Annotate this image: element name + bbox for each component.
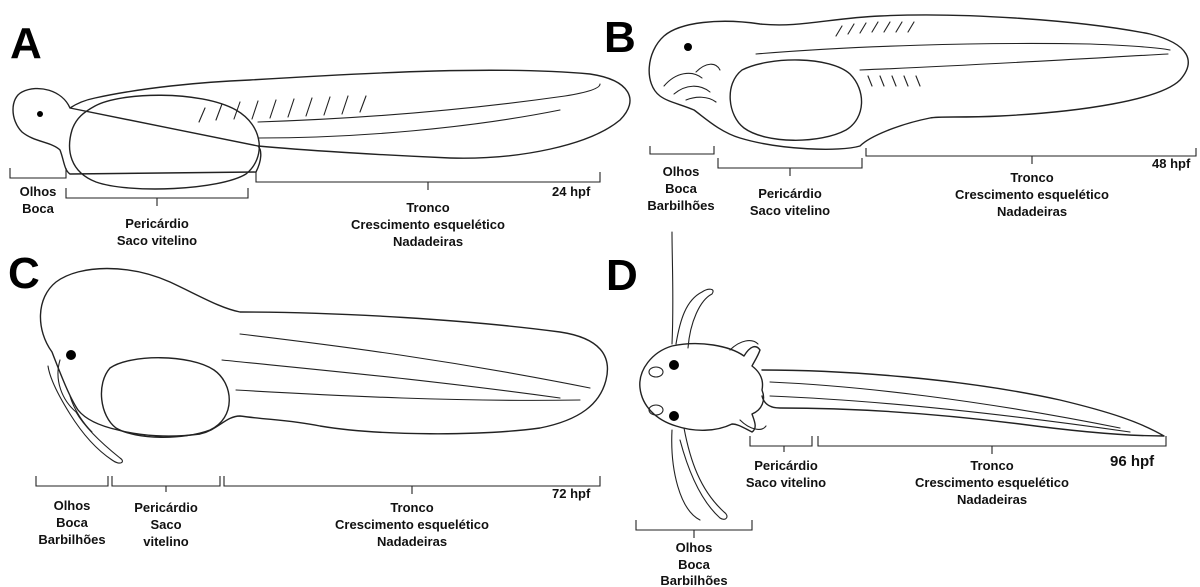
eye-dot-72hpf (66, 350, 76, 360)
trunk-label-48hpf-1: Tronco (1010, 170, 1053, 185)
stage-label-24hpf: 24 hpf (552, 184, 591, 199)
stage-label-48hpf: 48 hpf (1152, 156, 1191, 171)
fin-line-96hpf-2 (770, 396, 1130, 432)
bracket-heart-96hpf (750, 436, 812, 452)
bracket-head-96hpf (636, 520, 752, 538)
head-label-72hpf-3: Barbilhões (38, 532, 105, 547)
panel-b: B Olhos Boca Barbilhões Pericárdio Saco … (604, 13, 1196, 219)
pectoral-fin-96hpf (730, 341, 766, 430)
trunk-label-24hpf-1: Tronco (406, 200, 449, 215)
head-label-48hpf-1: Olhos (663, 164, 700, 179)
panel-a: A Olhos Boca Pericárdio Saco vitelino Tr… (10, 19, 630, 249)
barbel-lower-96hpf (672, 428, 727, 520)
trunk-label-24hpf-2: Crescimento esquelético (351, 217, 505, 232)
larva-outline-24hpf (13, 70, 630, 174)
head-label-24hpf-2: Boca (22, 201, 55, 216)
panel-letter-b: B (604, 13, 636, 62)
heart-label-48hpf-1: Pericárdio (758, 186, 822, 201)
heart-label-72hpf-2: Saco (150, 517, 181, 532)
panel-letter-d: D (606, 251, 638, 300)
heart-label-96hpf-1: Pericárdio (754, 458, 818, 473)
barbel-upper-96hpf (672, 232, 713, 348)
notochord-line-lower-24hpf (258, 110, 560, 138)
panel-letter-a: A (10, 19, 42, 68)
trunk-label-96hpf-2: Crescimento esquelético (915, 475, 1069, 490)
trunk-label-48hpf-2: Crescimento esquelético (955, 187, 1109, 202)
bracket-heart-72hpf (112, 476, 220, 492)
notochord-line-24hpf (258, 84, 600, 122)
bracket-heart-48hpf (718, 158, 862, 176)
yolk-sac-24hpf (70, 95, 260, 189)
head-label-96hpf-3: Barbilhões (660, 573, 727, 587)
eye-dot-96hpf-2 (669, 411, 679, 421)
nostril-96hpf-1 (649, 367, 663, 377)
head-label-96hpf-2: Boca (678, 557, 711, 572)
trunk-label-72hpf-2: Crescimento esquelético (335, 517, 489, 532)
trunk-label-72hpf-1: Tronco (390, 500, 433, 515)
trunk-label-48hpf-3: Nadadeiras (997, 204, 1067, 219)
larva-outline-72hpf (40, 269, 607, 437)
trunk-label-96hpf-1: Tronco (970, 458, 1013, 473)
somites-48hpf (836, 22, 920, 86)
notochord-line-lower-48hpf (860, 54, 1168, 70)
notochord-line-48hpf (756, 43, 1170, 54)
head-label-24hpf-1: Olhos (20, 184, 57, 199)
trunk-label-24hpf-3: Nadadeiras (393, 234, 463, 249)
yolk-sac-72hpf (101, 358, 229, 438)
panel-letter-c: C (8, 249, 40, 298)
fin-line-72hpf-3 (236, 390, 580, 400)
bracket-head-72hpf (36, 476, 108, 486)
heart-label-96hpf-2: Saco vitelino (746, 475, 826, 490)
head-label-48hpf-3: Barbilhões (647, 198, 714, 213)
bracket-head-48hpf (650, 146, 714, 154)
bracket-trunk-48hpf (866, 148, 1196, 164)
bracket-head-24hpf (10, 168, 66, 178)
panel-d: D Olhos Boca Barbilhões Pericárdio Saco … (606, 232, 1166, 587)
head-label-48hpf-2: Boca (665, 181, 698, 196)
jaw-48hpf (664, 64, 720, 102)
body-outline-96hpf (762, 370, 1164, 436)
heart-label-24hpf-1: Pericárdio (125, 216, 189, 231)
bracket-trunk-24hpf (256, 172, 600, 190)
nostril-96hpf-2 (649, 405, 663, 415)
panel-c: C Olhos Boca Barbilhões Pericárdio Saco … (8, 249, 607, 549)
eye-dot-96hpf-1 (669, 360, 679, 370)
head-label-96hpf-1: Olhos (676, 540, 713, 555)
heart-label-24hpf-2: Saco vitelino (117, 233, 197, 248)
bracket-trunk-72hpf (224, 476, 600, 494)
heart-label-72hpf-1: Pericárdio (134, 500, 198, 515)
trunk-label-96hpf-3: Nadadeiras (957, 492, 1027, 507)
heart-label-72hpf-3: vitelino (143, 534, 189, 549)
bracket-trunk-96hpf (818, 436, 1166, 454)
fin-line-96hpf-1 (770, 382, 1120, 428)
stage-label-96hpf: 96 hpf (1110, 453, 1155, 470)
eye-dot-24hpf (37, 111, 43, 117)
head-label-72hpf-2: Boca (56, 515, 89, 530)
yolk-sac-48hpf (730, 60, 861, 140)
barbel-72hpf (48, 360, 122, 463)
eye-dot-48hpf (684, 43, 692, 51)
heart-label-48hpf-2: Saco vitelino (750, 203, 830, 218)
trunk-label-72hpf-3: Nadadeiras (377, 534, 447, 549)
bracket-heart-24hpf (66, 188, 248, 206)
stage-label-72hpf: 72 hpf (552, 486, 591, 501)
head-label-72hpf-1: Olhos (54, 498, 91, 513)
head-outline-96hpf (640, 344, 764, 432)
